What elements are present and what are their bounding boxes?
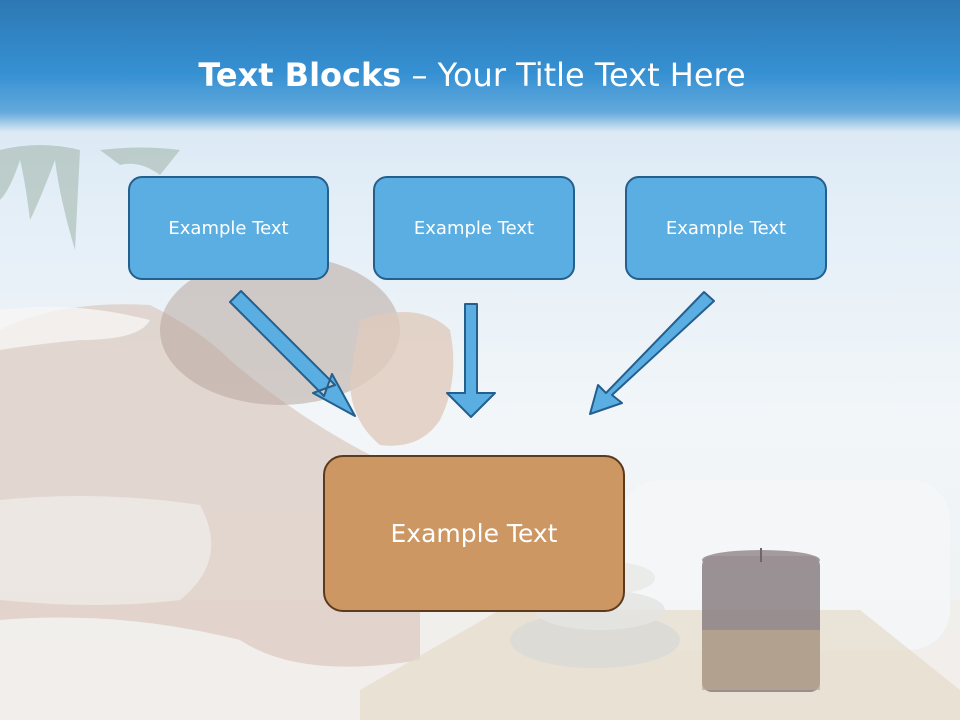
text-block-right: Example Text (625, 176, 827, 280)
text-block-middle-label: Example Text (413, 217, 535, 239)
text-block-target: Example Text (323, 455, 625, 612)
title-rest: Your Title Text Here (437, 56, 746, 94)
text-block-left: Example Text (128, 176, 329, 280)
text-block-middle: Example Text (373, 176, 575, 280)
text-block-target-label: Example Text (390, 519, 558, 548)
text-block-right-label: Example Text (665, 217, 787, 239)
slide-title: Text Blocks – Your Title Text Here (0, 55, 944, 95)
arrow-middle-down (446, 303, 496, 418)
title-dash: – (401, 56, 438, 94)
arrow-right-diagonal (589, 291, 715, 415)
title-bold-part: Text Blocks (198, 56, 402, 94)
header-band (0, 0, 960, 132)
palm-leaves-decoration (0, 145, 180, 250)
arrow-left-diagonal (229, 290, 356, 417)
text-block-left-label: Example Text (168, 217, 289, 239)
